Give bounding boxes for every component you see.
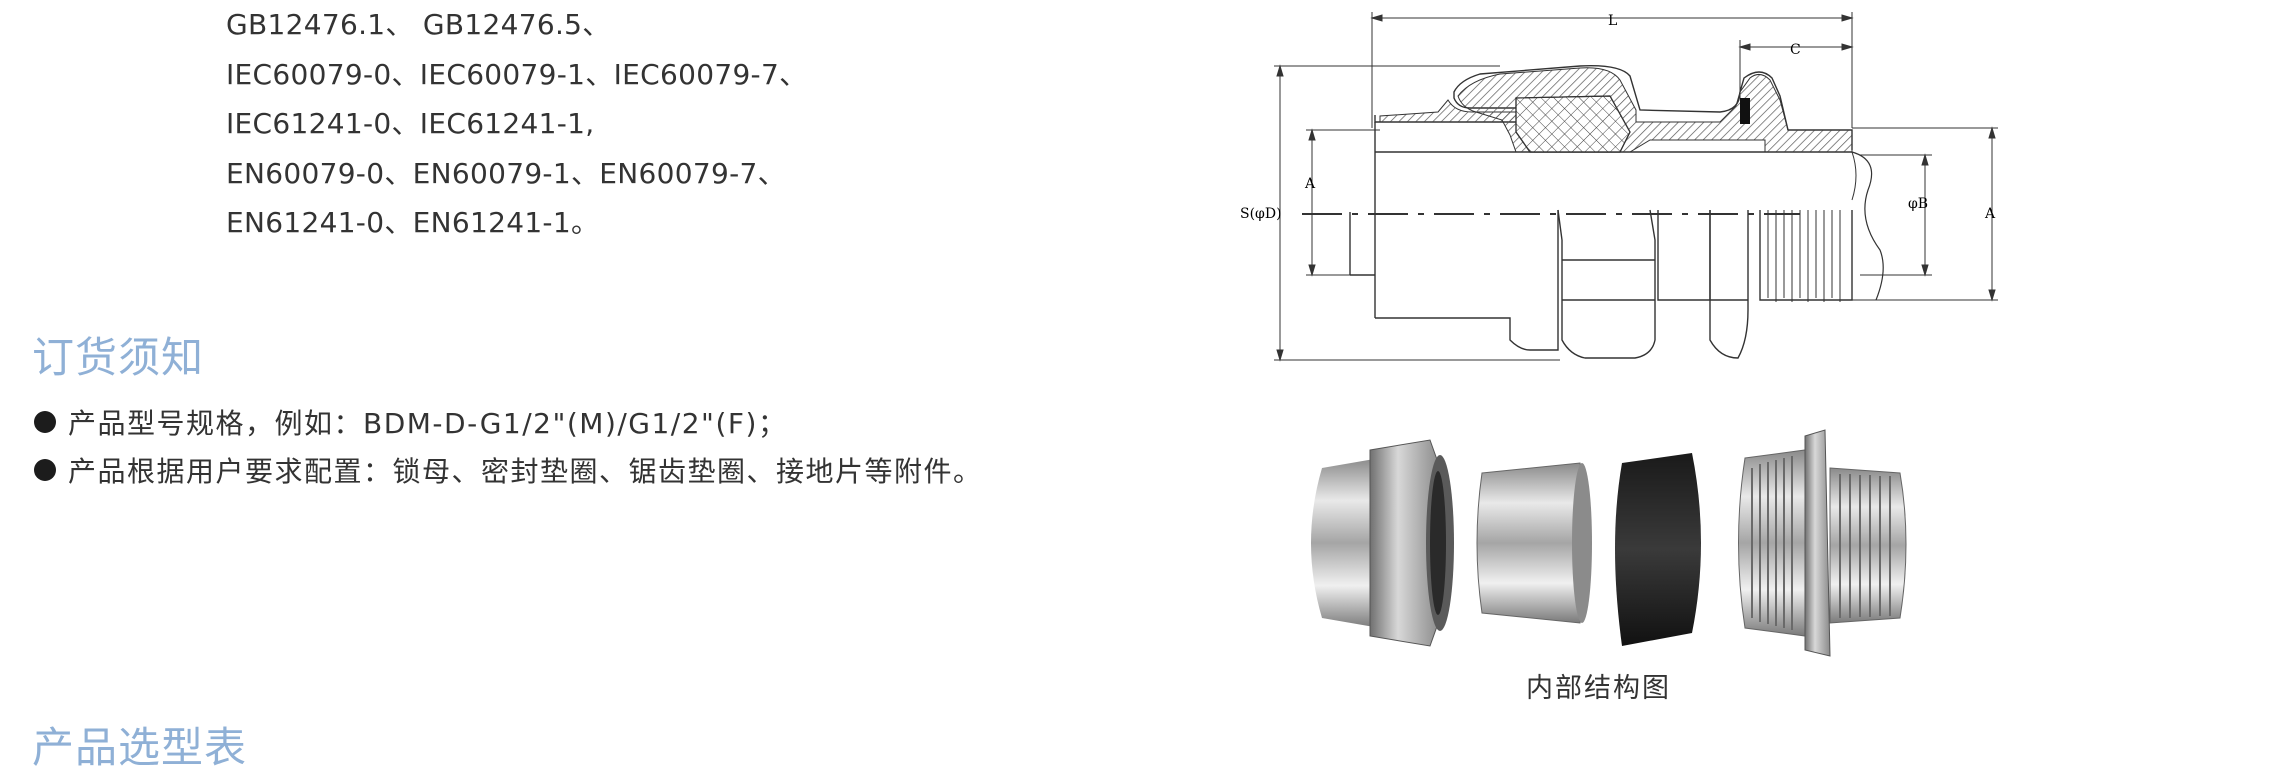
selection-heading: 产品选型表 xyxy=(32,723,248,772)
internal-structure-photo xyxy=(1311,429,1907,657)
cable-break xyxy=(1851,151,1884,301)
sleeve-part xyxy=(1476,462,1592,624)
ordering-bullets: 产品型号规格，例如：BDM-D-G1/2"(M)/G1/2"(F)； 产品根据用… xyxy=(34,398,983,494)
label-A-left: A xyxy=(1304,176,1316,192)
seal-ring-section xyxy=(1515,95,1631,153)
cable-gland-drawing: L C S(φD) A φB A xyxy=(1240,12,1998,362)
bullet-text: 产品根据用户要求配置：锁母、密封垫圈、锯齿垫圈、接地片等附件。 xyxy=(68,455,983,488)
thread-marks xyxy=(1767,210,1841,302)
standards-line: EN61241-0、EN61241-1。 xyxy=(226,206,600,239)
ordering-heading: 订货须知 xyxy=(32,333,205,382)
label-S: S(φD) xyxy=(1240,206,1282,222)
dimension-S xyxy=(1274,64,1560,362)
label-B: φB xyxy=(1908,196,1928,212)
dimension-A-right xyxy=(1852,126,1998,302)
bullet-dot-icon xyxy=(34,459,56,481)
washer-section xyxy=(1740,98,1750,124)
standards-line: IEC61241-0、IEC61241-1, xyxy=(226,107,595,140)
label-A-right: A xyxy=(1984,206,1996,222)
standards-line: EN60079-0、EN60079-1、EN60079-7、 xyxy=(226,156,786,190)
standards-line: GB12476.1、 GB12476.5、 xyxy=(226,8,611,41)
standards-line: IEC60079-0、IEC60079-1、IEC60079-7、 xyxy=(226,57,808,91)
rubber-seal-part xyxy=(1615,453,1701,646)
dimension-C xyxy=(1738,40,1854,98)
label-C: C xyxy=(1790,42,1801,58)
list-item: 产品型号规格，例如：BDM-D-G1/2"(M)/G1/2"(F)； xyxy=(34,398,983,446)
dimension-B xyxy=(1860,153,1932,277)
standards-list: GB12476.1、 GB12476.5、 IEC60079-0、IEC6007… xyxy=(226,0,807,248)
label-L: L xyxy=(1608,13,1617,29)
photo-caption: 内部结构图 xyxy=(1526,673,1671,704)
list-item: 产品根据用户要求配置：锁母、密封垫圈、锯齿垫圈、接地片等附件。 xyxy=(34,446,983,494)
dimension-A-left xyxy=(1306,128,1380,277)
bullet-text: 产品型号规格，例如：BDM-D-G1/2"(M)/G1/2"(F)； xyxy=(68,407,788,440)
dimension-L xyxy=(1370,12,1854,128)
gland-body-part xyxy=(1738,429,1907,657)
bullet-dot-icon xyxy=(34,411,56,433)
cap-nut-part xyxy=(1311,439,1454,647)
